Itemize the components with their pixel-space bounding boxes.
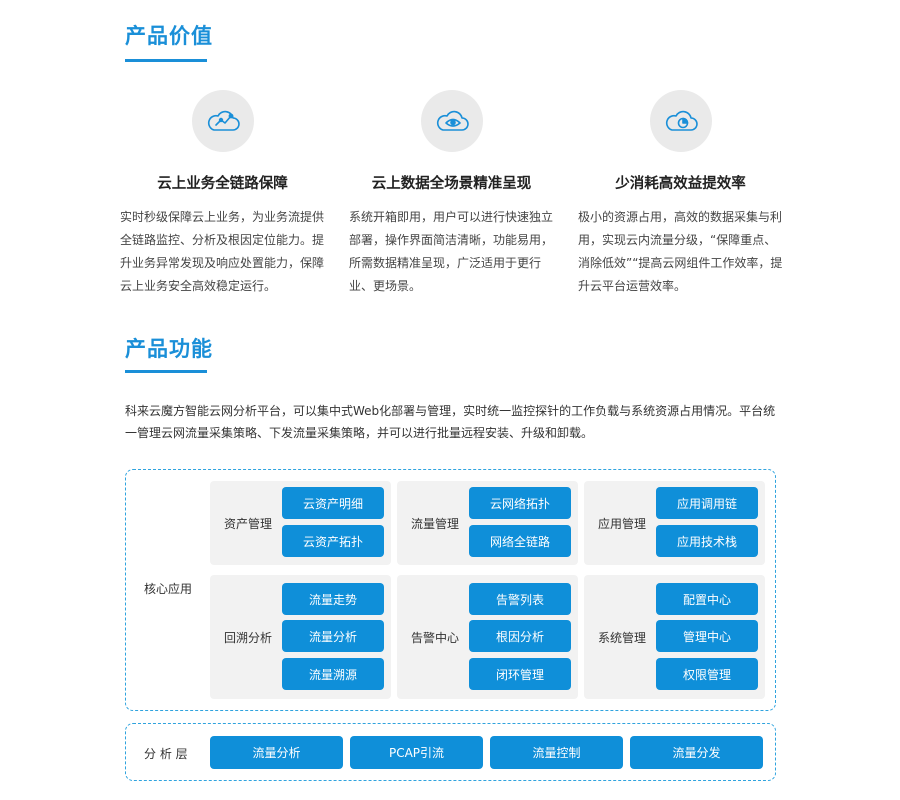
group-traffic-management: 流量管理 云网络拓扑 网络全链路: [397, 481, 578, 565]
closed-loop-button[interactable]: 闭环管理: [469, 658, 571, 690]
config-center-button[interactable]: 配置中心: [656, 583, 758, 615]
group-asset-management: 资产管理 云资产明细 云资产拓扑: [210, 481, 391, 565]
root-cause-button[interactable]: 根因分析: [469, 620, 571, 652]
group-label: 回溯分析: [224, 631, 273, 645]
traffic-trace-button[interactable]: 流量溯源: [282, 658, 384, 690]
group-backtrace-analysis: 回溯分析 流量走势 流量分析 流量溯源: [210, 575, 391, 699]
core-layer-label: 核心应用: [144, 582, 193, 596]
value-section-underline: [125, 59, 207, 62]
group-label: 应用管理: [598, 517, 647, 531]
cloud-eye-icon: [420, 90, 483, 152]
value-item-3: 少消耗高效益提效率 极小的资源占用，高效的数据采集与利用，实现云内流量分级，“保…: [578, 90, 783, 298]
analysis-traffic-analysis-button[interactable]: 流量分析: [210, 736, 343, 769]
group-alert-center: 告警中心 告警列表 根因分析 闭环管理: [397, 575, 578, 699]
traffic-trend-button[interactable]: 流量走势: [282, 583, 384, 615]
traffic-distribution-button[interactable]: 流量分发: [630, 736, 763, 769]
group-label: 系统管理: [598, 631, 647, 645]
traffic-analysis-button[interactable]: 流量分析: [282, 620, 384, 652]
value-item-desc: 极小的资源占用，高效的数据采集与利用，实现云内流量分级，“保障重点、消除低效”“…: [578, 210, 783, 293]
function-section-title: 产品功能: [125, 337, 213, 361]
full-link-button[interactable]: 网络全链路: [469, 525, 571, 557]
asset-topology-button[interactable]: 云资产拓扑: [282, 525, 384, 557]
traffic-control-button[interactable]: 流量控制: [490, 736, 623, 769]
permission-management-button[interactable]: 权限管理: [656, 658, 758, 690]
group-system-management: 系统管理 配置中心 管理中心 权限管理: [584, 575, 765, 699]
management-center-button[interactable]: 管理中心: [656, 620, 758, 652]
value-item-desc: 实时秒级保障云上业务，为业务流提供全链路监控、分析及根因定位能力。提升业务异常发…: [120, 210, 325, 293]
cloud-pie-chart-icon: [649, 90, 712, 152]
analysis-layer: [125, 723, 776, 781]
value-item-1: 云上业务全链路保障 实时秒级保障云上业务，为业务流提供全链路监控、分析及根因定位…: [120, 90, 325, 298]
function-section-underline: [125, 370, 207, 373]
value-item-title: 少消耗高效益提效率: [615, 176, 746, 192]
core-application-layer: [125, 469, 776, 711]
value-item-title: 云上数据全场景精准呈现: [371, 176, 532, 192]
analysis-layer-label: 分 析 层: [144, 747, 188, 761]
value-item-title: 云上业务全链路保障: [157, 176, 288, 192]
function-intro: 科来云魔方智能云网分析平台，可以集中式Web化部署与管理，实时统一监控探针的工作…: [125, 404, 776, 440]
app-call-chain-button[interactable]: 应用调用链: [656, 487, 758, 519]
app-tech-stack-button[interactable]: 应用技术栈: [656, 525, 758, 557]
group-label: 告警中心: [411, 631, 460, 645]
group-label: 流量管理: [411, 517, 460, 531]
value-item-desc: 系统开箱即用，用户可以进行快速独立部署，操作界面简洁清晰，功能易用，所需数据精准…: [349, 210, 554, 293]
cloud-line-chart-icon: [191, 90, 254, 152]
value-section-title: 产品价值: [125, 24, 213, 48]
group-label: 资产管理: [224, 517, 273, 531]
value-item-2: 云上数据全场景精准呈现 系统开箱即用，用户可以进行快速独立部署，操作界面简洁清晰…: [349, 90, 554, 298]
pcap-diversion-button[interactable]: PCAP引流: [350, 736, 483, 769]
network-topology-button[interactable]: 云网络拓扑: [469, 487, 571, 519]
alert-list-button[interactable]: 告警列表: [469, 583, 571, 615]
asset-detail-button[interactable]: 云资产明细: [282, 487, 384, 519]
group-application-management: 应用管理 应用调用链 应用技术栈: [584, 481, 765, 565]
